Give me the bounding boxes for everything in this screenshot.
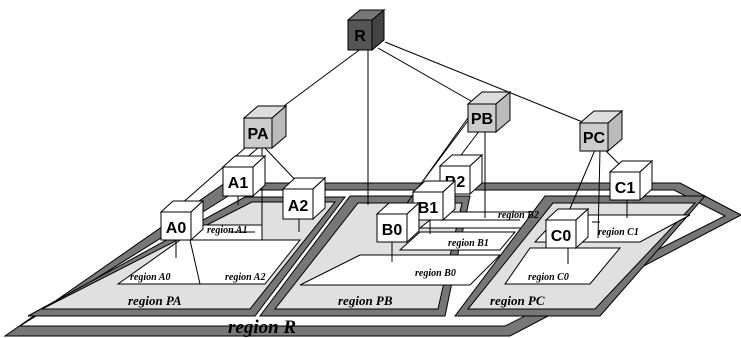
node-A2: A2	[281, 176, 327, 221]
node-PB: PB	[466, 90, 512, 134]
node-A0: A0	[159, 199, 205, 242]
region-B2-label: region B2	[498, 210, 539, 221]
node-PC: PC	[578, 109, 624, 153]
node-C0: C0	[544, 207, 590, 250]
region-R-label: region R	[228, 317, 296, 338]
region-C0-label: region C0	[528, 272, 569, 283]
node-C0-label: C0	[551, 228, 572, 245]
node-A2-label: A2	[288, 198, 309, 215]
node-A0-label: A0	[166, 220, 187, 237]
region-B1-plate	[398, 231, 517, 251]
region-A2-label: region A2	[225, 272, 265, 283]
region-A2-plate	[189, 239, 302, 285]
region-C1-label: region C1	[598, 227, 639, 238]
node-R: R	[346, 8, 386, 52]
node-B1: B1	[411, 179, 457, 222]
region-B0-label: region B0	[415, 268, 456, 279]
region-B1-label: region B1	[448, 238, 489, 249]
region-A0-label: region A0	[130, 272, 170, 283]
node-PA: PA	[242, 104, 288, 150]
region-B0-plate	[299, 254, 502, 286]
node-PC-label: PC	[583, 130, 606, 147]
region-A1-label: region A1	[207, 225, 247, 236]
node-PA-label: PA	[247, 126, 268, 143]
region-C0-plate	[504, 247, 622, 285]
node-B0: B0	[375, 201, 421, 244]
node-C1-label: C1	[615, 180, 636, 197]
node-B1-label: B1	[418, 200, 439, 217]
region-PB-label: region PB	[338, 293, 393, 308]
region-PC-label: region PC	[490, 293, 545, 308]
node-A1-label: A1	[228, 175, 249, 192]
node-PB-label: PB	[471, 111, 493, 128]
region-PA	[27, 196, 347, 317]
node-A1: A1	[221, 154, 267, 198]
node-B0-label: B0	[382, 222, 403, 239]
node-C1: C1	[608, 159, 654, 202]
node-R-label: R	[354, 28, 366, 45]
region-PA-label: region PA	[128, 293, 182, 308]
